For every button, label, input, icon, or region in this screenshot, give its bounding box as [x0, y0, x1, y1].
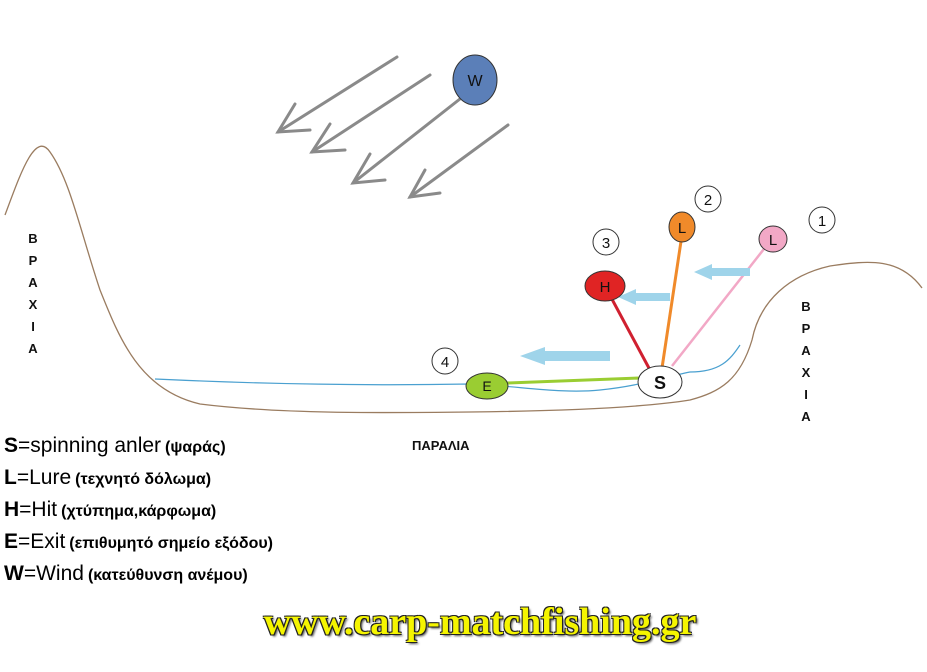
legend-greek: (τεχνητό δόλωμα) — [75, 471, 212, 488]
line-s-to-hit — [604, 287, 652, 371]
spinner-node-label: S — [654, 373, 666, 393]
number-label: 1 — [818, 213, 826, 230]
letter: Χ — [28, 297, 38, 312]
shoreline — [4, 145, 923, 414]
lure1-node-label: L — [769, 232, 777, 249]
line-s-to-lure1 — [671, 239, 772, 367]
beach-label: ΠΑΡΑΛΙΑ — [412, 438, 470, 453]
lure1-node: L — [758, 225, 788, 253]
number-badge-4: 4 — [431, 347, 459, 375]
wind-node-label: W — [467, 73, 483, 90]
legend-key: H — [4, 498, 20, 521]
legend-row: S=spinning anler(ψαράς) — [4, 430, 273, 462]
letter: Α — [801, 409, 811, 424]
wind-arrow — [407, 123, 510, 199]
rocks-right-label: Β Ρ Α Χ Ι Α — [799, 296, 813, 428]
letter: Ρ — [801, 321, 811, 336]
legend-row: L=Lure(τεχνητό δόλωμα) — [4, 462, 273, 494]
letter: Χ — [801, 365, 811, 380]
legend-key: L — [4, 466, 17, 489]
legend-text: =Wind — [23, 562, 84, 585]
spinner-node: S — [637, 365, 683, 399]
letter: Ι — [804, 387, 808, 402]
rocks-left-label: Β Ρ Α Χ Ι Α — [26, 228, 40, 360]
legend-text: =Exit — [18, 530, 66, 553]
lure2-node: L — [668, 211, 696, 243]
number-label: 2 — [704, 192, 712, 209]
line-s-to-lure2 — [660, 227, 685, 369]
wind-arrow — [309, 73, 432, 154]
letter: Α — [28, 341, 38, 356]
legend-row: E=Exit(επιθυμητό σημείο εξόδου) — [4, 526, 273, 558]
letter: Β — [28, 231, 38, 246]
legend-key: E — [4, 530, 19, 553]
legend-greek: (επιθυμητό σημείο εξόδου) — [69, 535, 273, 552]
lure2-node-label: L — [678, 220, 686, 237]
legend-text: =Hit — [19, 498, 58, 521]
legend-greek: (ψαράς) — [165, 439, 226, 456]
flow-arrows — [520, 264, 750, 365]
legend: S=spinning anler(ψαράς) L=Lure(τεχνητό δ… — [4, 430, 273, 590]
legend-greek: (χτύπημα,κάρφωμα) — [61, 503, 217, 520]
letter: Ι — [31, 319, 35, 334]
letter: Α — [28, 275, 38, 290]
exit-node: E — [465, 372, 509, 400]
wind-arrow — [350, 93, 467, 185]
number-label: 4 — [441, 354, 449, 371]
hit-node: H — [584, 270, 626, 302]
wind-node: W — [452, 54, 498, 106]
flow-arrow — [520, 347, 610, 365]
number-badge-3: 3 — [592, 228, 620, 256]
legend-key: S — [4, 434, 19, 457]
legend-text: =spinning anler — [18, 434, 162, 457]
letter: Ρ — [28, 253, 38, 268]
hit-node-label: H — [600, 279, 611, 296]
letter: Β — [801, 299, 811, 314]
exit-node-label: E — [482, 378, 491, 394]
wind-arrow — [275, 55, 399, 134]
water-line — [154, 344, 741, 392]
legend-key: W — [4, 562, 24, 585]
legend-greek: (κατεύθυνση ανέμου) — [87, 567, 248, 584]
number-label: 3 — [602, 235, 610, 252]
number-badge-1: 1 — [808, 206, 836, 234]
legend-row: H=Hit(χτύπημα,κάρφωμα) — [4, 494, 273, 526]
line-s-to-exit — [506, 376, 641, 385]
legend-row: W=Wind(κατεύθυνση ανέμου) — [4, 558, 273, 590]
flow-arrow — [618, 289, 670, 305]
legend-text: =Lure — [16, 466, 72, 489]
flow-arrow — [694, 264, 750, 280]
number-badge-2: 2 — [694, 185, 722, 213]
website-watermark: www.carp-matchfishing.gr — [263, 601, 697, 643]
wind-arrows — [275, 55, 510, 199]
letter: Α — [801, 343, 811, 358]
